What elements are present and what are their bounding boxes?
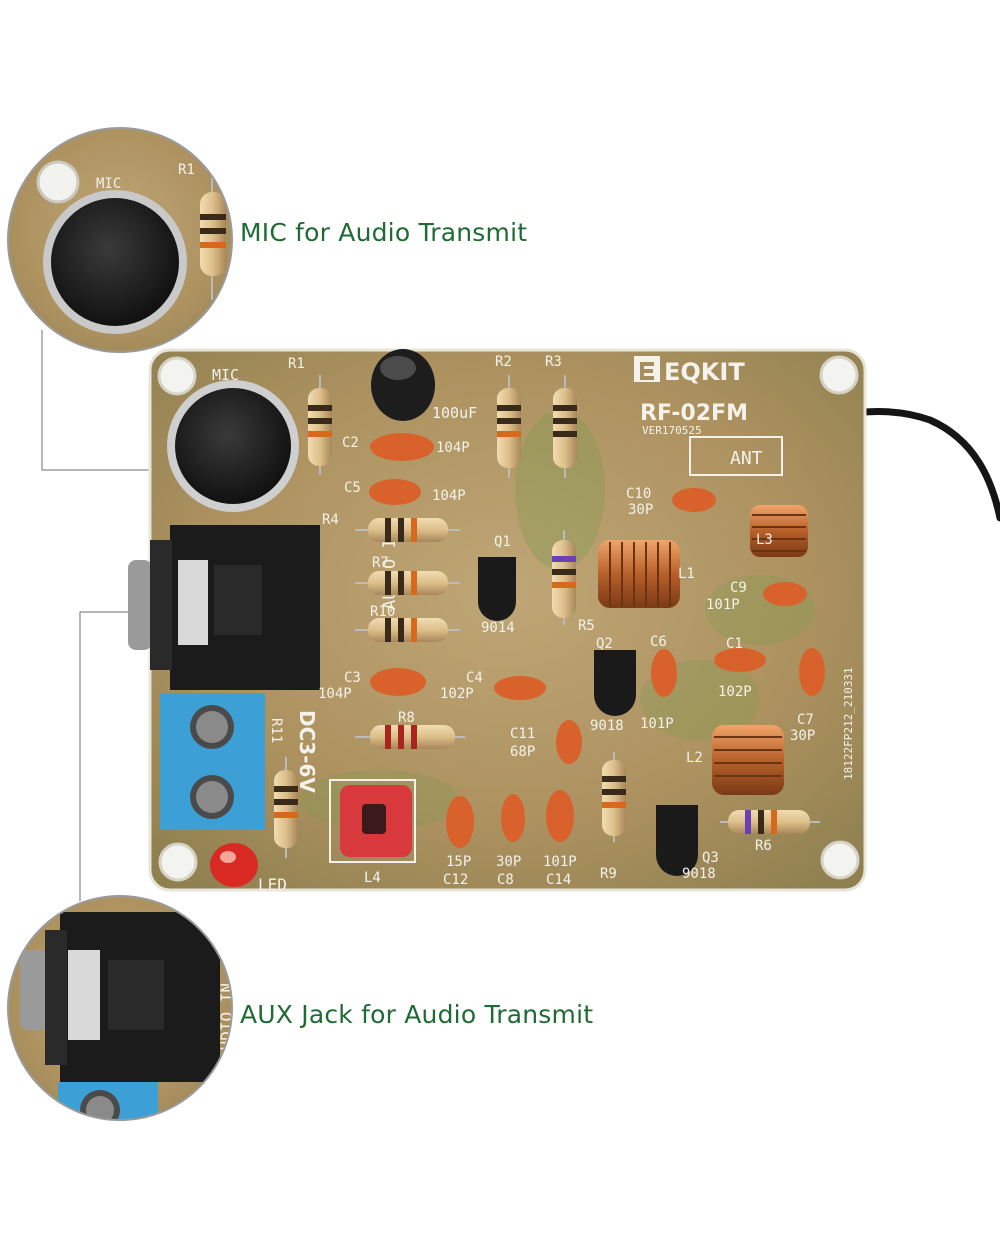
pcb-board [148,348,867,892]
mic-callout-caption: MIC for Audio Transmit [240,218,528,247]
model-label: RF-02FM [640,401,748,426]
svg-text:104P: 104P [432,488,466,504]
svg-text:102P: 102P [440,686,474,702]
mic-leader-line [41,330,172,471]
svg-text:Q2: Q2 [596,636,613,652]
svg-text:C2: C2 [342,435,359,451]
svg-text:R8: R8 [398,710,415,726]
antenna-pad-box [689,436,783,476]
resistors [355,518,820,834]
svg-text:9018: 9018 [682,866,716,882]
svg-text:R1: R1 [288,356,305,372]
svg-text:R1: R1 [178,162,195,178]
svg-text:30P: 30P [496,854,521,870]
silkscreen-labels: R1 R2 R3 R4 R5 R6 R7 R8 R9 R10 R11 C2 10… [268,354,815,888]
svg-text:102P: 102P [718,684,752,700]
svg-text:101P: 101P [640,716,674,732]
svg-text:L1: L1 [678,566,695,582]
svg-text:C9: C9 [730,580,747,596]
aux-leader-line [79,611,128,905]
svg-text:Q3: Q3 [702,850,719,866]
svg-text:MIC: MIC [96,176,121,192]
svg-text:LED: LED [258,875,287,894]
svg-text:30P: 30P [628,502,653,518]
svg-text:L2: L2 [686,750,703,766]
svg-text:R9: R9 [600,866,617,882]
svg-text:101P: 101P [706,597,740,613]
svg-text:104P: 104P [436,440,470,456]
svg-text:C7: C7 [797,712,814,728]
transistors [478,557,698,876]
svg-text:C14: C14 [546,872,571,888]
mic-zoom-inset: MIC R1 [6,126,234,354]
svg-text:C8: C8 [497,872,514,888]
svg-text:C3: C3 [344,670,361,686]
brand-name: EQKIT [664,358,745,386]
aux-zoom-inset: AUDIO IN [6,894,234,1122]
svg-text:9014: 9014 [481,620,515,636]
aux-callout-caption: AUX Jack for Audio Transmit [240,1000,594,1029]
resistors-vertical [274,375,626,858]
microphone: MIC [167,366,299,512]
svg-text:C10: C10 [626,486,651,502]
svg-text:L4: L4 [364,870,381,886]
svg-text:R3: R3 [545,354,562,370]
svg-text:Q1: Q1 [494,534,511,550]
svg-text:9018: 9018 [590,718,624,734]
svg-text:C1: C1 [726,636,743,652]
brand-logo: EQKIT [634,356,745,386]
svg-text:C12: C12 [443,872,468,888]
svg-text:100uF: 100uF [432,404,477,422]
svg-text:L3: L3 [756,532,773,548]
coils [598,505,808,795]
svg-text:R6: R6 [755,838,772,854]
svg-text:101P: 101P [543,854,577,870]
svg-text:R2: R2 [495,354,512,370]
svg-text:R10: R10 [370,604,395,620]
svg-text:15P: 15P [446,854,471,870]
led: LED [210,843,287,894]
power-label: DC3-6V [295,710,319,793]
trimmer-l4 [329,779,416,863]
svg-text:R7: R7 [372,555,389,571]
svg-text:R5: R5 [578,618,595,634]
terminal-block [160,693,265,830]
svg-text:MIC: MIC [212,366,239,384]
svg-text:C11: C11 [510,726,535,742]
svg-text:68P: 68P [510,744,535,760]
ceramic-capacitors [369,433,825,848]
svg-text:C5: C5 [344,480,361,496]
electrolytic-capacitor: 100uF [371,349,477,422]
version-label: VER170525 [642,424,702,437]
svg-text:R4: R4 [322,512,339,528]
svg-text:C4: C4 [466,670,483,686]
svg-text:C6: C6 [650,634,667,650]
svg-text:30P: 30P [790,728,815,744]
antenna-label: ANT [730,448,763,469]
svg-text:R11: R11 [268,718,284,743]
serial-label: 18122FP212_210331 [842,667,855,780]
svg-text:104P: 104P [318,686,352,702]
